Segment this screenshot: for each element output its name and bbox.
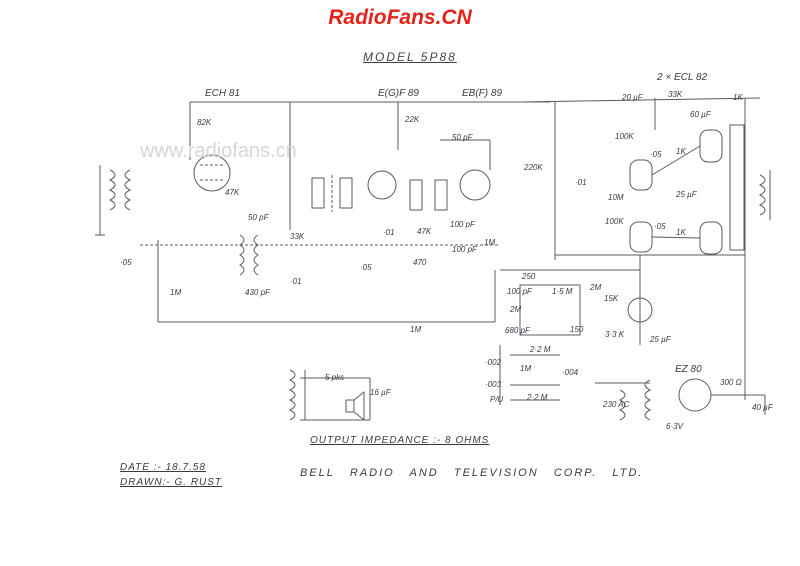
component-label: 1M	[170, 288, 182, 297]
component-label: ·01	[575, 178, 587, 187]
component-label: 82K	[197, 118, 212, 127]
tube-label: EB(F) 89	[462, 88, 503, 99]
component-label: 2·2 M	[530, 345, 551, 354]
component-label: ·01	[290, 277, 302, 286]
component-label: 33K	[290, 232, 305, 241]
component-label: ·004	[562, 368, 579, 377]
component-label: 50 pF	[452, 133, 473, 142]
component-label: 47K	[417, 227, 432, 236]
component-label: ·002	[485, 358, 502, 367]
component-label: 680 pF	[505, 326, 530, 335]
component-label: 250	[522, 272, 536, 281]
component-label: 220K	[524, 163, 543, 172]
component-label: 100K	[615, 132, 634, 141]
component-label: P/U	[490, 395, 504, 404]
component-label: 1·5 M	[552, 287, 573, 296]
component-label: 1M	[410, 325, 422, 334]
component-label: 150	[570, 325, 584, 334]
model-title: MODEL 5P88	[363, 50, 457, 64]
component-label: ·05	[120, 258, 132, 267]
component-label: 22K	[405, 115, 420, 124]
component-label: 33K	[668, 90, 683, 99]
component-label: 50 pF	[248, 213, 269, 222]
component-label: 2M	[510, 305, 522, 314]
component-label: 2M	[590, 283, 602, 292]
tube-label: EZ 80	[675, 364, 702, 375]
component-label: 3·3 K	[605, 330, 625, 339]
component-label: 47K	[225, 188, 240, 197]
drawing-date: DATE :- 18.7.58	[120, 462, 206, 473]
component-label: 20 µF	[622, 93, 643, 102]
component-label: 1M	[520, 364, 532, 373]
component-label: 25 µF	[676, 190, 697, 199]
component-label: 100 pF	[452, 245, 477, 254]
company-name: BELL RADIO AND TELEVISION CORP. LTD.	[300, 467, 644, 479]
tube-label: ECH 81	[205, 88, 241, 99]
component-label: 1K	[733, 93, 743, 102]
component-label: 10M	[608, 193, 624, 202]
component-label: ·05	[360, 263, 372, 272]
component-label: 5 pks	[325, 373, 345, 382]
component-label: 15K	[604, 294, 619, 303]
output-impedance-note: OUTPUT IMPEDANCE :- 8 OHMS	[310, 435, 490, 446]
component-label: ·003	[485, 380, 502, 389]
component-label: 100K	[605, 217, 624, 226]
component-label: ·01	[383, 228, 395, 237]
component-label: 100 pF	[450, 220, 475, 229]
watermark: www.radiofans.cn	[140, 140, 297, 162]
component-label: 1M	[484, 238, 496, 247]
component-label: 1K	[676, 228, 686, 237]
component-label: 470	[413, 258, 427, 267]
component-label: ·05	[654, 222, 666, 231]
tube-label: 2 × ECL 82	[657, 72, 708, 83]
component-label: 40 µF	[752, 403, 773, 412]
component-label: 430 pF	[245, 288, 270, 297]
tube-label: E(G)F 89	[378, 88, 419, 99]
component-label: 2·2 M	[527, 393, 548, 402]
component-label: 6·3V	[666, 422, 683, 431]
component-label: 16 µF	[370, 388, 391, 397]
brand-title: RadioFans.CN	[328, 6, 472, 29]
component-label: 60 µF	[690, 110, 711, 119]
component-label: 300 Ω	[720, 378, 742, 387]
component-label: 230 AC	[603, 400, 630, 409]
component-label: 1K	[676, 147, 686, 156]
component-label: ·05	[650, 150, 662, 159]
drawn-by: DRAWN:- G. RUST	[120, 477, 223, 488]
component-label: 100 pF	[507, 287, 532, 296]
component-label: 25 µF	[650, 335, 671, 344]
